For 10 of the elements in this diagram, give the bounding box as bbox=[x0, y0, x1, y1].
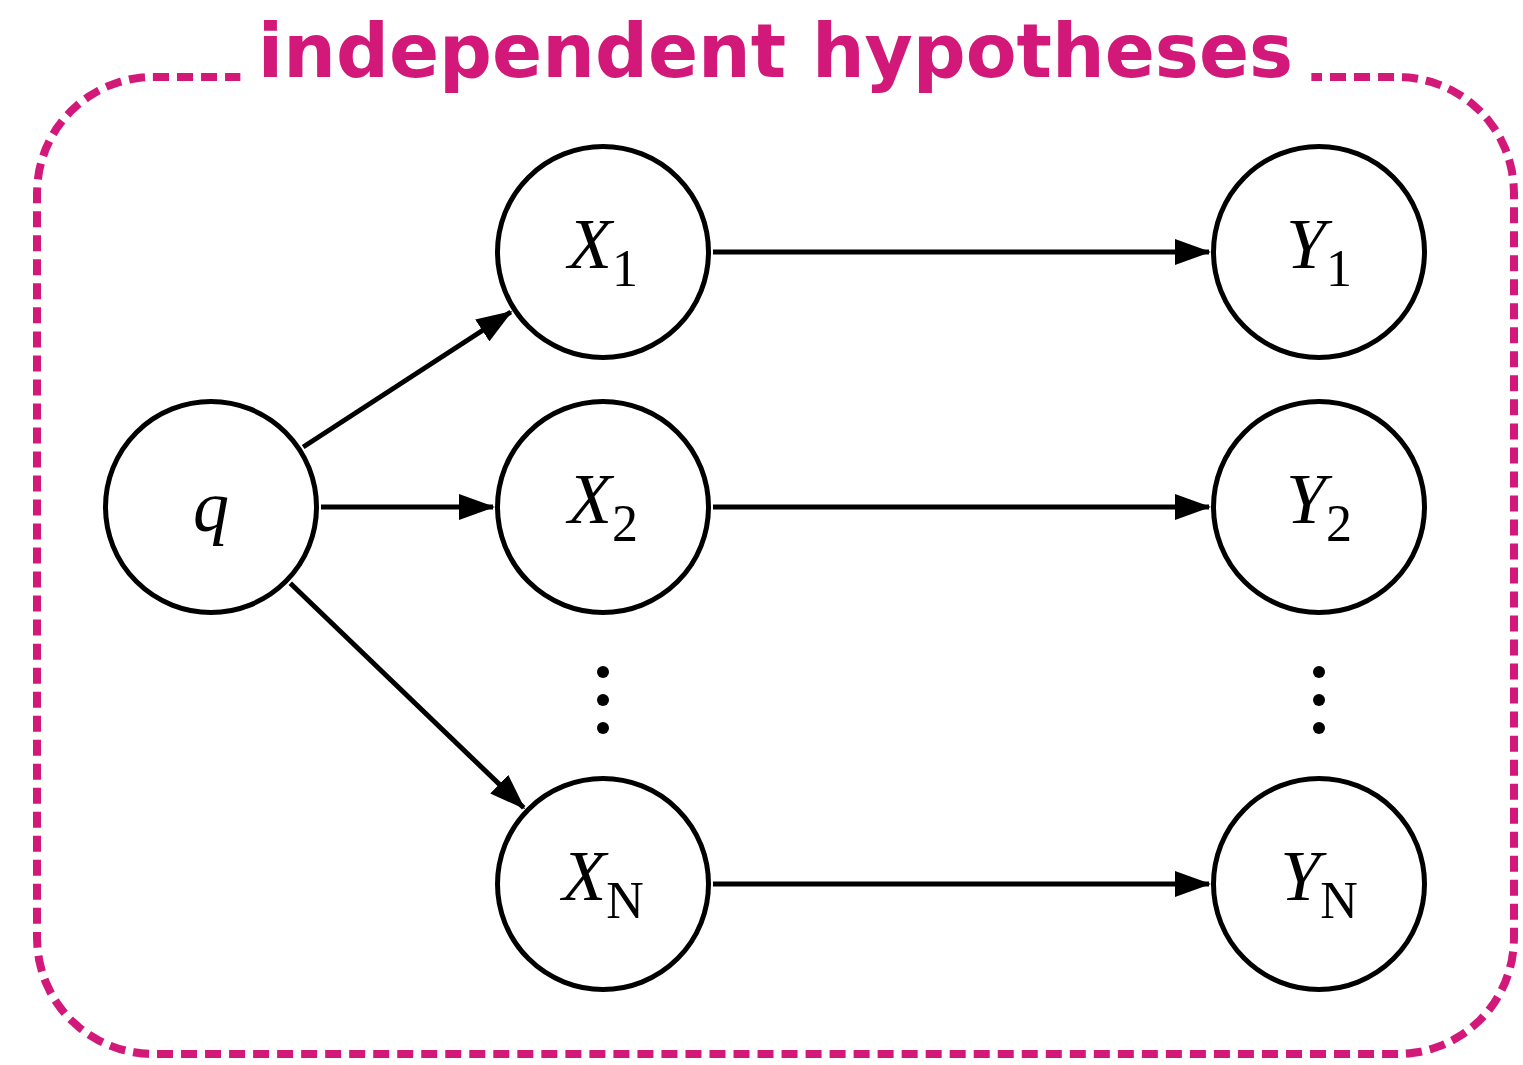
arrow bbox=[713, 239, 1211, 265]
arrow bbox=[713, 871, 1211, 897]
variable-label: Y$_{1}$ bbox=[1285, 208, 1352, 296]
arrow bbox=[321, 494, 495, 520]
variable-label: Y$_{N}$ bbox=[1280, 840, 1358, 928]
variable-label: Y$_{2}$ bbox=[1285, 463, 1352, 551]
variable-label: X$_{N}$ bbox=[562, 840, 644, 928]
arrow bbox=[288, 581, 526, 810]
arrow bbox=[301, 309, 513, 450]
arrow bbox=[713, 494, 1211, 520]
